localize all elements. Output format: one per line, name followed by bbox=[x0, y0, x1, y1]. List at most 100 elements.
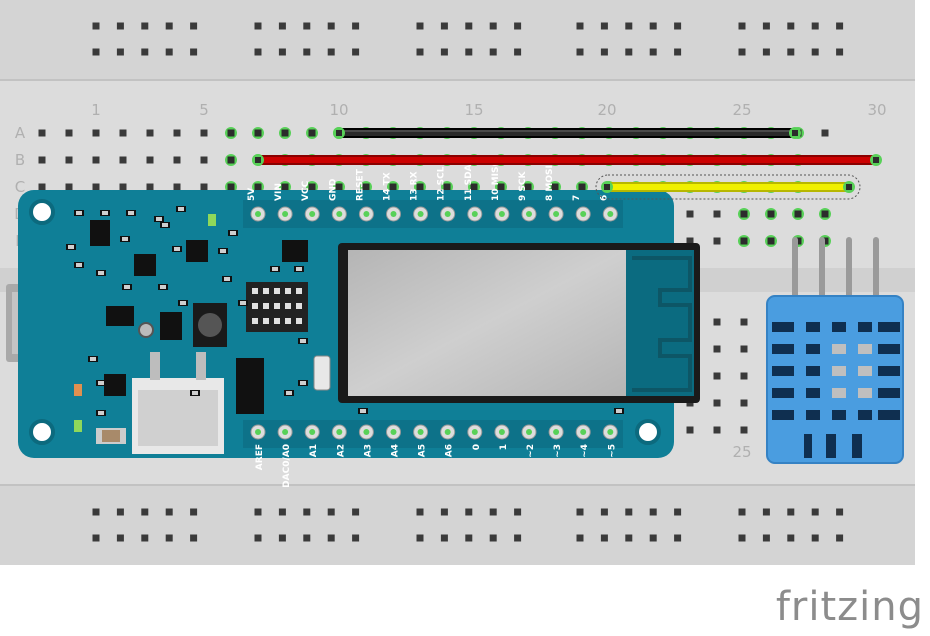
sensor-vent bbox=[858, 388, 872, 398]
hole bbox=[787, 48, 795, 56]
hole bbox=[227, 156, 235, 164]
sensor-vents bbox=[772, 322, 900, 458]
sensor-vent bbox=[858, 322, 872, 332]
hole bbox=[416, 183, 424, 191]
board-pin-contact bbox=[336, 429, 343, 435]
chip bbox=[104, 374, 126, 396]
sensor-vent bbox=[858, 410, 872, 420]
icsp-pin bbox=[274, 303, 280, 309]
hole bbox=[173, 156, 181, 164]
hole bbox=[362, 183, 370, 191]
hole bbox=[489, 534, 497, 542]
board-pin-contact bbox=[255, 211, 261, 217]
hole bbox=[440, 508, 448, 516]
hole bbox=[389, 183, 397, 191]
hole bbox=[308, 129, 316, 137]
sensor-vent bbox=[806, 366, 820, 376]
bottom-pin-label: A2 bbox=[336, 444, 346, 457]
top-pin-label: VIN bbox=[274, 183, 284, 201]
smd-part-pad bbox=[98, 411, 104, 415]
smd-part-pad bbox=[156, 217, 162, 221]
sensor-vent bbox=[806, 410, 820, 420]
hole bbox=[625, 508, 633, 516]
board-pin-contact bbox=[417, 429, 424, 435]
top-pin-label: 5V bbox=[247, 188, 257, 201]
black-wire[interactable] bbox=[334, 128, 800, 138]
hole bbox=[440, 48, 448, 56]
hole bbox=[489, 22, 497, 30]
hole bbox=[713, 318, 721, 326]
smd-part-pad bbox=[360, 409, 366, 413]
hole bbox=[141, 22, 149, 30]
crystal bbox=[138, 322, 154, 338]
hole bbox=[281, 129, 289, 137]
row-label: C bbox=[15, 178, 25, 196]
hole bbox=[787, 534, 795, 542]
chip bbox=[106, 306, 134, 326]
smd-part-pad bbox=[300, 339, 306, 343]
board-pin-contact bbox=[390, 429, 397, 435]
hole bbox=[327, 22, 335, 30]
board-pin-contact bbox=[444, 429, 451, 435]
wire-endpoint-hole bbox=[792, 130, 798, 136]
sensor-vent bbox=[806, 344, 820, 354]
hole bbox=[254, 129, 262, 137]
hole bbox=[38, 129, 46, 137]
hole bbox=[600, 508, 608, 516]
hole bbox=[465, 534, 473, 542]
fritzing-logo: fritzing bbox=[775, 584, 924, 630]
bottom-pin-label: AREF bbox=[255, 444, 265, 470]
smd-part-pad bbox=[286, 391, 292, 395]
icsp-pin bbox=[252, 303, 258, 309]
top-pin-label: VCC bbox=[301, 180, 311, 201]
smd-part-pad bbox=[240, 301, 246, 305]
hole bbox=[38, 156, 46, 164]
smd-part-pad bbox=[122, 237, 128, 241]
hole bbox=[141, 508, 149, 516]
board-pin-contact bbox=[282, 429, 289, 435]
hole bbox=[713, 426, 721, 434]
column-label: 10 bbox=[329, 101, 348, 119]
hole bbox=[278, 508, 286, 516]
hole bbox=[514, 508, 522, 516]
hole bbox=[92, 534, 100, 542]
smd-part-pad bbox=[224, 277, 230, 281]
hole bbox=[190, 534, 198, 542]
icsp-pin bbox=[274, 288, 280, 294]
mount-hole bbox=[635, 419, 661, 445]
pin-header-top bbox=[243, 200, 623, 228]
hole bbox=[327, 48, 335, 56]
hole bbox=[65, 129, 73, 137]
hole bbox=[625, 48, 633, 56]
hole bbox=[762, 508, 770, 516]
wire-endpoint-hole bbox=[336, 130, 342, 136]
hole bbox=[674, 48, 682, 56]
hole bbox=[119, 183, 127, 191]
hole bbox=[119, 129, 127, 137]
smd-part-pad bbox=[76, 211, 82, 215]
sensor-side-vent bbox=[772, 388, 794, 398]
smd-part-pad bbox=[192, 391, 198, 395]
status-led bbox=[208, 214, 216, 226]
hole bbox=[92, 183, 100, 191]
hole bbox=[514, 48, 522, 56]
hole bbox=[674, 508, 682, 516]
hole bbox=[767, 237, 775, 245]
hole bbox=[38, 183, 46, 191]
hole bbox=[327, 508, 335, 516]
smd-part-pad bbox=[98, 271, 104, 275]
wire-endpoints bbox=[252, 127, 882, 193]
hole bbox=[762, 534, 770, 542]
capacitor bbox=[102, 430, 120, 442]
battery-connector bbox=[132, 352, 224, 454]
dht-sensor[interactable] bbox=[766, 295, 904, 464]
mount-hole bbox=[29, 419, 55, 445]
sensor-vent bbox=[858, 366, 872, 376]
hole bbox=[551, 183, 559, 191]
hole bbox=[470, 183, 478, 191]
yellow-wire[interactable] bbox=[595, 174, 861, 200]
hole bbox=[416, 48, 424, 56]
hole bbox=[416, 534, 424, 542]
